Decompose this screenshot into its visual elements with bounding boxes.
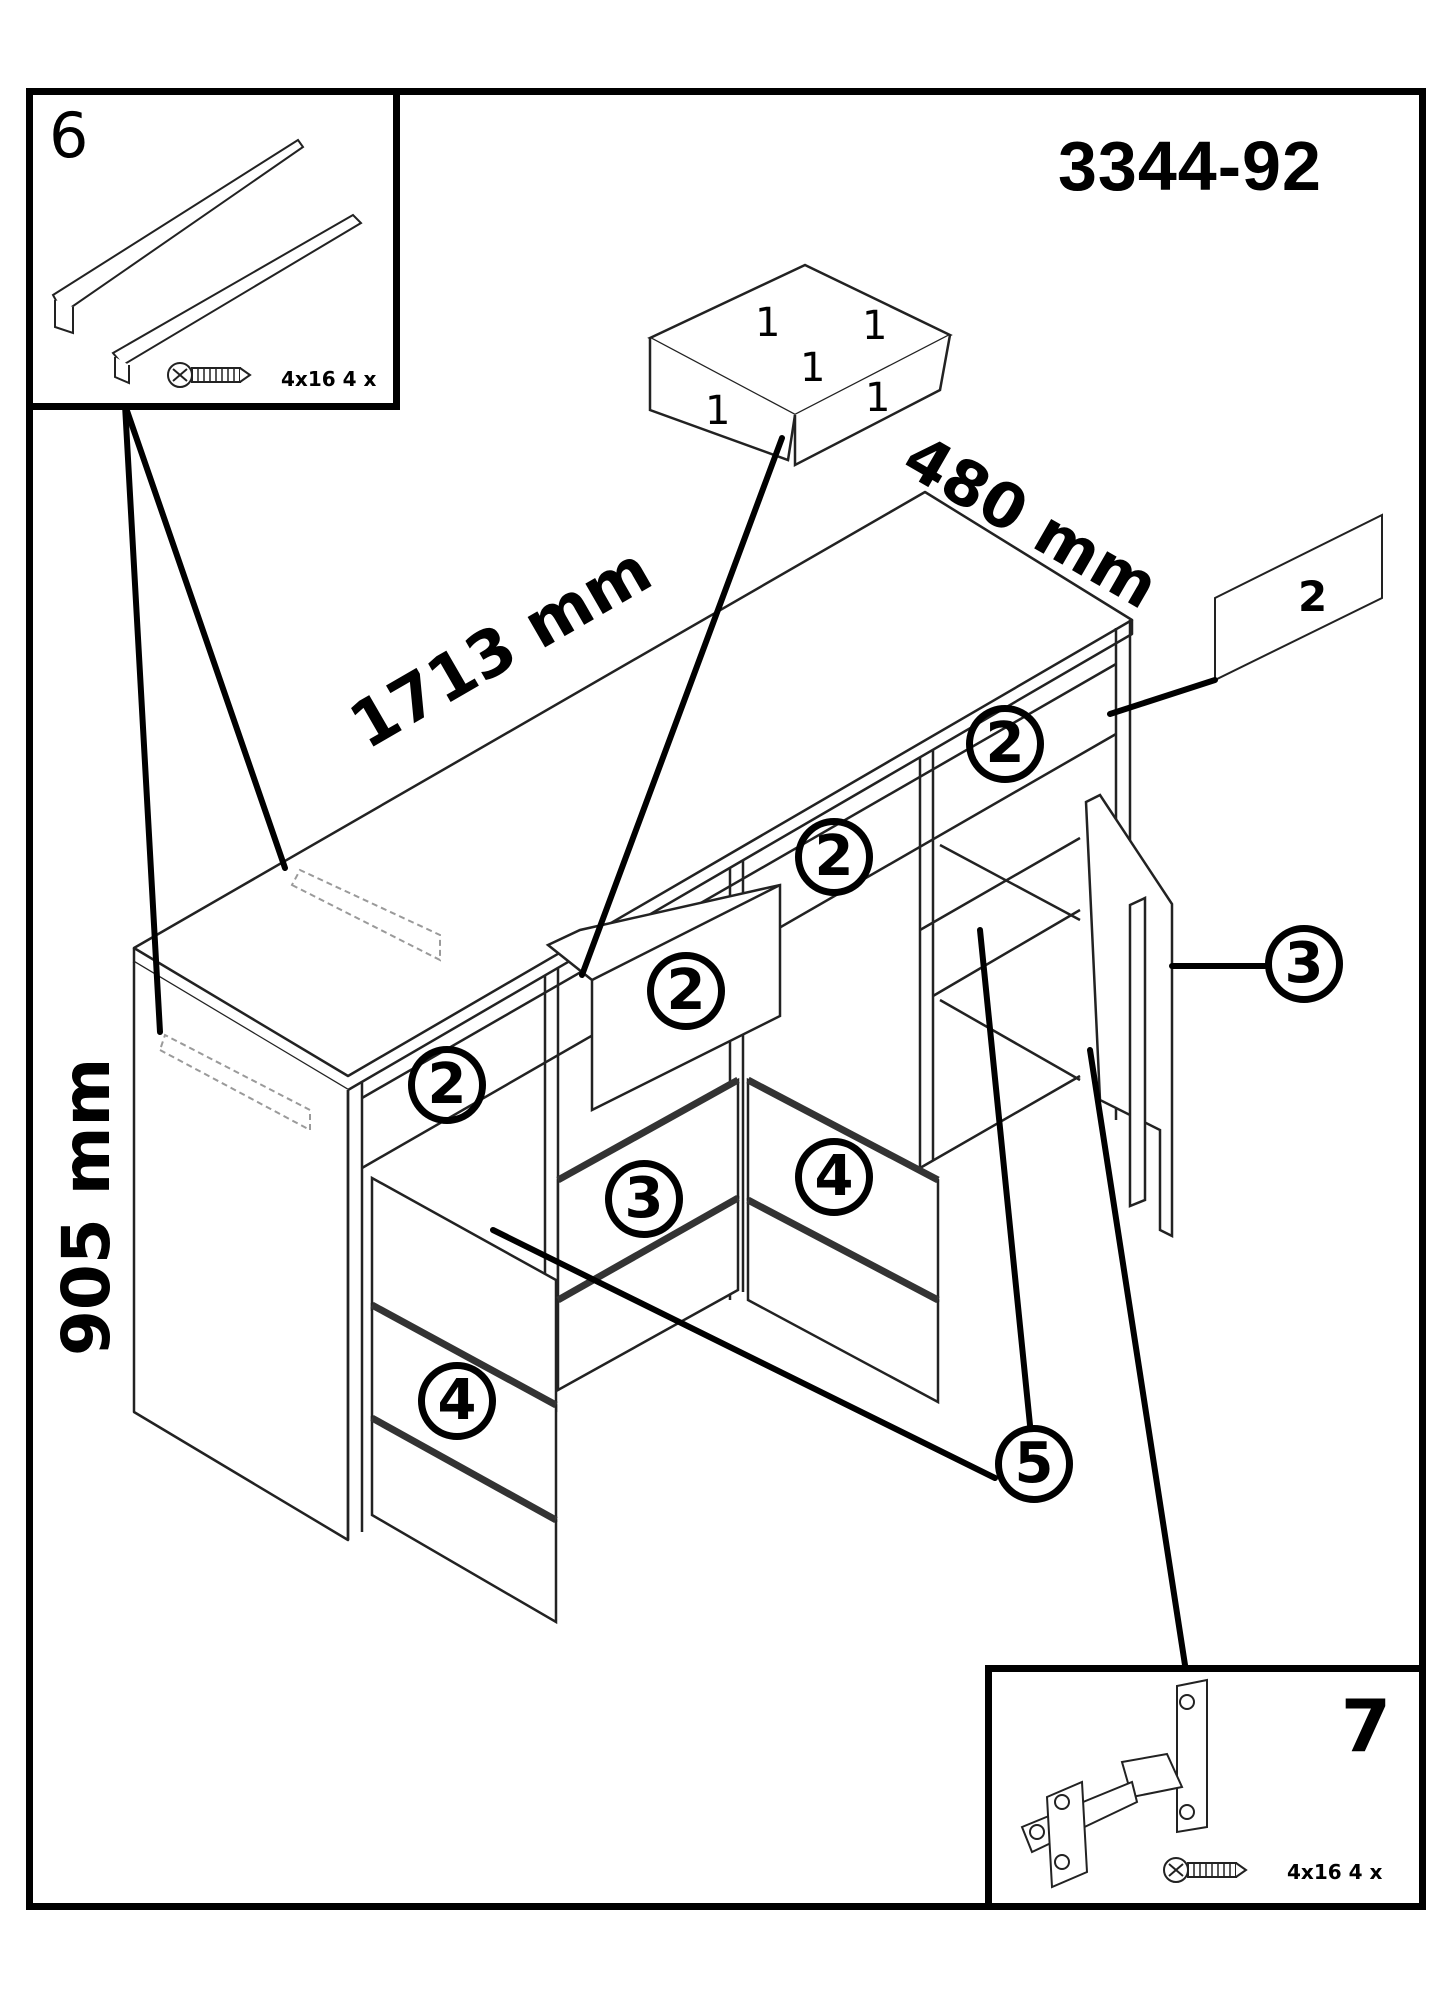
screw-icon bbox=[1163, 1857, 1248, 1883]
callout-part-4: 4 bbox=[418, 1362, 496, 1440]
inset-hinge: 7 4x16 4 x bbox=[985, 1665, 1426, 1910]
callout-part-3: 3 bbox=[1265, 925, 1343, 1003]
leader-lines bbox=[122, 402, 1268, 1668]
loose-panel-label: 2 bbox=[1298, 572, 1328, 621]
callout-part-2: 2 bbox=[408, 1046, 486, 1124]
ghost-runners bbox=[158, 868, 441, 1132]
right-drawer-handles bbox=[746, 1076, 940, 1304]
drawer-box-exploded bbox=[647, 263, 953, 468]
drawer-runner-icon bbox=[51, 138, 363, 388]
cabinet-front-left-post bbox=[346, 1082, 364, 1540]
screw-quantity: 4x16 4 x bbox=[1287, 1860, 1383, 1884]
inset-drawer-runners: 6 4x16 4 x bbox=[26, 88, 400, 410]
drawer-panel-label: 1 bbox=[705, 388, 731, 434]
left-drawer-handles bbox=[370, 1301, 558, 1524]
middle-drawer-handles bbox=[556, 1076, 740, 1304]
callout-part-5: 5 bbox=[995, 1425, 1073, 1503]
screw-icon bbox=[167, 362, 252, 388]
drawer-panel-label: 1 bbox=[800, 345, 826, 391]
drawer-panel-label: 1 bbox=[862, 303, 888, 349]
callout-part-2: 2 bbox=[795, 818, 873, 896]
inset-number: 6 bbox=[49, 99, 89, 172]
height-dimension: 905 mm bbox=[48, 1057, 125, 1356]
callout-part-2: 2 bbox=[647, 952, 725, 1030]
callout-part-2: 2 bbox=[966, 705, 1044, 783]
hinge-icon bbox=[1020, 1678, 1248, 1889]
inset-number: 7 bbox=[1340, 1684, 1391, 1768]
callout-part-4: 4 bbox=[795, 1138, 873, 1216]
open-door bbox=[1084, 793, 1174, 1239]
drawer-panel-label: 1 bbox=[755, 300, 781, 346]
model-number: 3344-92 bbox=[1058, 127, 1322, 205]
callout-part-3: 3 bbox=[605, 1160, 683, 1238]
screw-quantity: 4x16 4 x bbox=[281, 367, 377, 391]
drawer-panel-label: 1 bbox=[865, 375, 891, 421]
loose-drawer-front bbox=[1214, 513, 1383, 682]
page-frame bbox=[26, 88, 1426, 1910]
